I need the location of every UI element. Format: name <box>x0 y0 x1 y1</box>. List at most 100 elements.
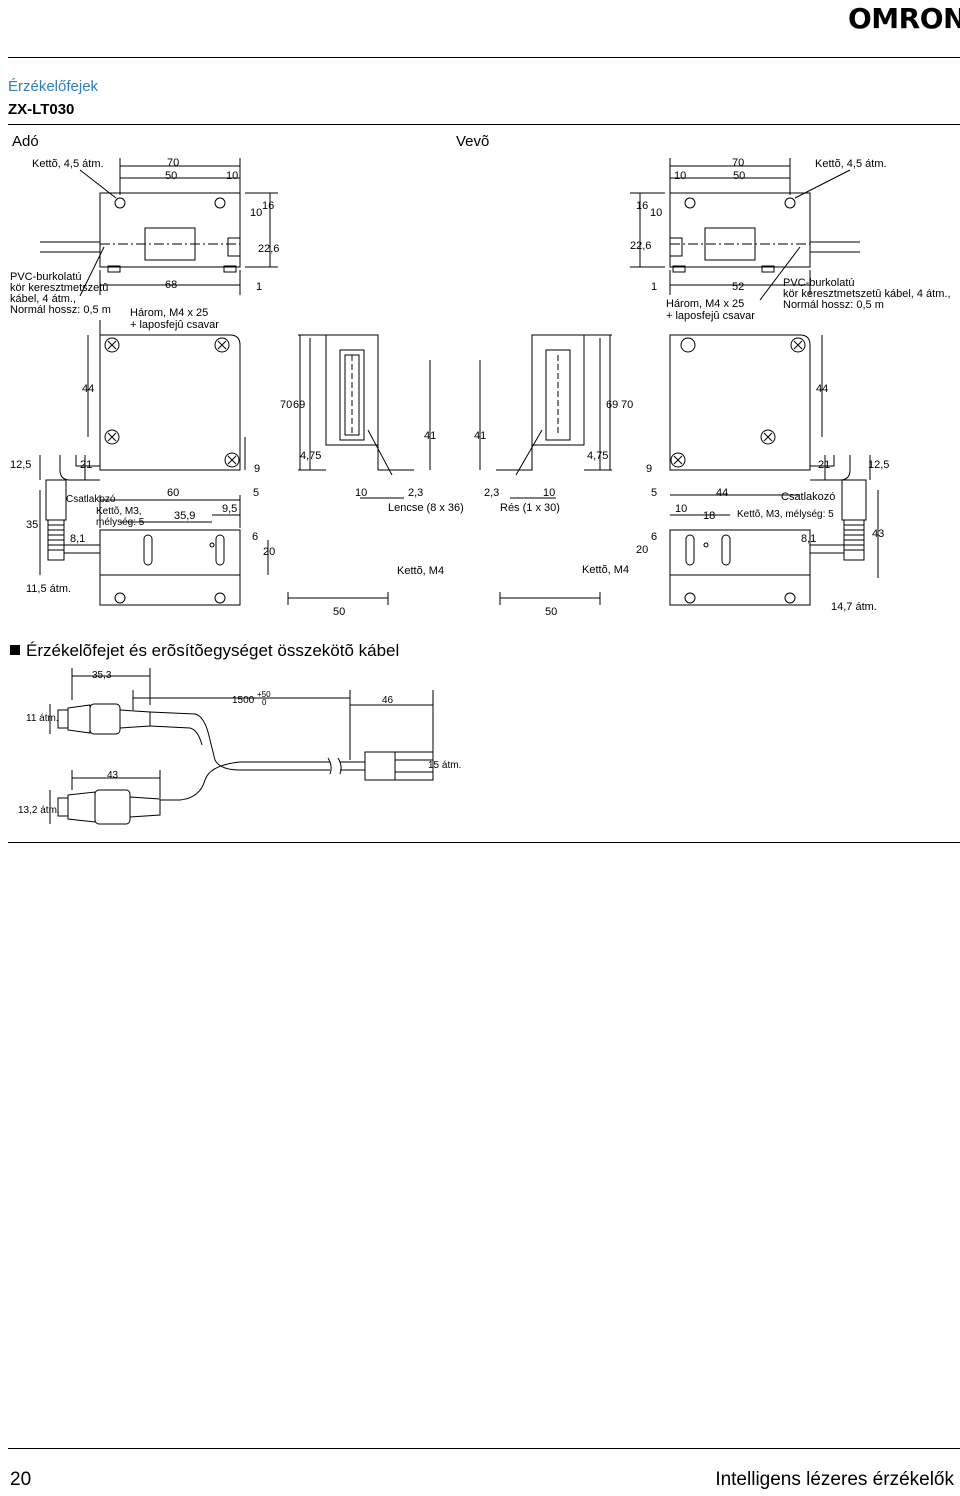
screw-note-left: Három, M4 x 25+ laposfejû csavar <box>130 307 219 331</box>
dim-1: 1 <box>256 281 263 293</box>
dim-10: 10 <box>250 207 263 219</box>
dim-43: 43 <box>872 528 885 540</box>
dim-8-1: 8,1 <box>70 533 86 545</box>
dim-10: 10 <box>355 487 368 499</box>
dim-41: 41 <box>424 430 437 442</box>
dim-6: 6 <box>252 531 259 543</box>
emitter-front-body <box>99 334 241 471</box>
dim-69: 69 <box>606 399 619 411</box>
dim-20: 20 <box>636 544 649 556</box>
dim-60: 60 <box>167 487 180 499</box>
dim-35-9: 35,9 <box>174 510 196 522</box>
dim-20: 20 <box>263 546 276 558</box>
emitter-mount-hole <box>114 197 126 209</box>
dim-44: 44 <box>82 383 95 395</box>
diam-11-5: 11,5 átm. <box>26 583 72 595</box>
depth-label: mélység: 5 <box>96 517 145 528</box>
dim-41: 41 <box>474 430 487 442</box>
dim-44: 44 <box>816 383 829 395</box>
emitter-top-body <box>99 192 241 268</box>
emitter-screw-top <box>104 337 120 353</box>
dim-9-5: 9,5 <box>222 503 238 515</box>
header-rule <box>8 57 960 58</box>
dim-10: 10 <box>650 207 663 219</box>
dim-1500: 1500 <box>232 695 255 706</box>
dim-50: 50 <box>733 170 746 182</box>
dim-6: 6 <box>651 531 658 543</box>
dim-10: 10 <box>674 170 687 182</box>
receiver-top-body <box>669 192 811 268</box>
receiver-label: Vevõ <box>456 133 490 150</box>
m3-label: Kettõ, M3, <box>96 506 142 517</box>
hole-label-left: Kettõ, 4,5 átm. <box>32 158 104 170</box>
diam-15: 15 átm. <box>428 760 462 771</box>
dim-70: 70 <box>621 399 634 411</box>
dim-52: 52 <box>732 281 745 293</box>
slit-label: Rés (1 x 30) <box>500 502 560 514</box>
dim-21: 21 <box>80 459 93 471</box>
receiver-bottom-body <box>669 529 811 576</box>
tol-zero: 0 <box>262 698 267 707</box>
cable-plug-top <box>57 709 69 729</box>
cable-section-heading: Érzékelõfejet és erõsítõegységet összekö… <box>10 641 399 661</box>
dim-21: 21 <box>818 459 831 471</box>
dim-50: 50 <box>165 170 178 182</box>
dim-9: 9 <box>646 463 653 475</box>
screw-note-right: Három, M4 x 25+ laposfejû csavar <box>666 298 755 322</box>
receiver-front-body <box>669 334 811 471</box>
emitter-bottom-body <box>99 529 241 576</box>
dim-70: 70 <box>280 399 293 411</box>
dim-4-75: 4,75 <box>587 450 609 462</box>
diam-14-7: 14,7 átm. <box>831 601 877 613</box>
dim-68: 68 <box>165 279 178 291</box>
model-name: ZX-LT030 <box>8 101 75 118</box>
dim-10: 10 <box>675 503 688 515</box>
section-title: Érzékelőfejek <box>8 78 99 95</box>
receiver-mount-hole <box>784 197 796 209</box>
dim-18: 18 <box>703 510 716 522</box>
dim-22-6: 22,6 <box>258 243 280 255</box>
dim-70: 70 <box>732 157 745 169</box>
dim-10: 10 <box>226 170 239 182</box>
diam-11: 11 átm. <box>26 713 59 724</box>
dim-10: 10 <box>543 487 556 499</box>
footer-rule <box>8 1448 960 1449</box>
omron-logo: OMRON <box>848 2 960 35</box>
dim-16: 16 <box>636 200 649 212</box>
dim-9: 9 <box>254 463 261 475</box>
dim-5: 5 <box>253 487 260 499</box>
dim-43: 43 <box>107 770 119 781</box>
hole-label-right: Kettõ, 4,5 átm. <box>815 158 887 170</box>
section-rule <box>8 842 960 843</box>
emitter-connector <box>45 479 67 521</box>
dim-4-75: 4,75 <box>300 450 322 462</box>
dim-16: 16 <box>262 200 275 212</box>
dim-35-3: 35,3 <box>92 670 112 681</box>
page-number: 20 <box>10 1469 32 1490</box>
footer-title: Intelligens lézeres érzékelők <box>715 1469 954 1490</box>
emitter-mount-hole <box>214 197 226 209</box>
diam-13-2: 13,2 átm. <box>18 805 60 816</box>
m4-label: Kettõ, M4 <box>397 565 445 577</box>
dim-12-5: 12,5 <box>10 459 32 471</box>
dim-69: 69 <box>293 399 306 411</box>
dim-5: 5 <box>651 487 658 499</box>
dim-2-3: 2,3 <box>484 487 500 499</box>
m4-label: Kettõ, M4 <box>582 564 630 576</box>
dim-8-1: 8,1 <box>801 533 817 545</box>
dim-12-5: 12,5 <box>868 459 890 471</box>
receiver-mount-hole <box>684 197 696 209</box>
square-bullet-icon <box>10 645 20 655</box>
connector-label-right: Csatlakozó <box>781 491 836 503</box>
dim-46: 46 <box>382 695 394 706</box>
tol-plus: +50 <box>257 690 271 699</box>
receiver-side-body <box>531 334 585 446</box>
cable-amp-connector <box>364 751 396 781</box>
lens-label: Lencse (8 x 36) <box>388 502 464 514</box>
dim-50: 50 <box>545 606 558 618</box>
dim-44: 44 <box>716 487 729 499</box>
dim-22-6: 22,6 <box>630 240 652 252</box>
